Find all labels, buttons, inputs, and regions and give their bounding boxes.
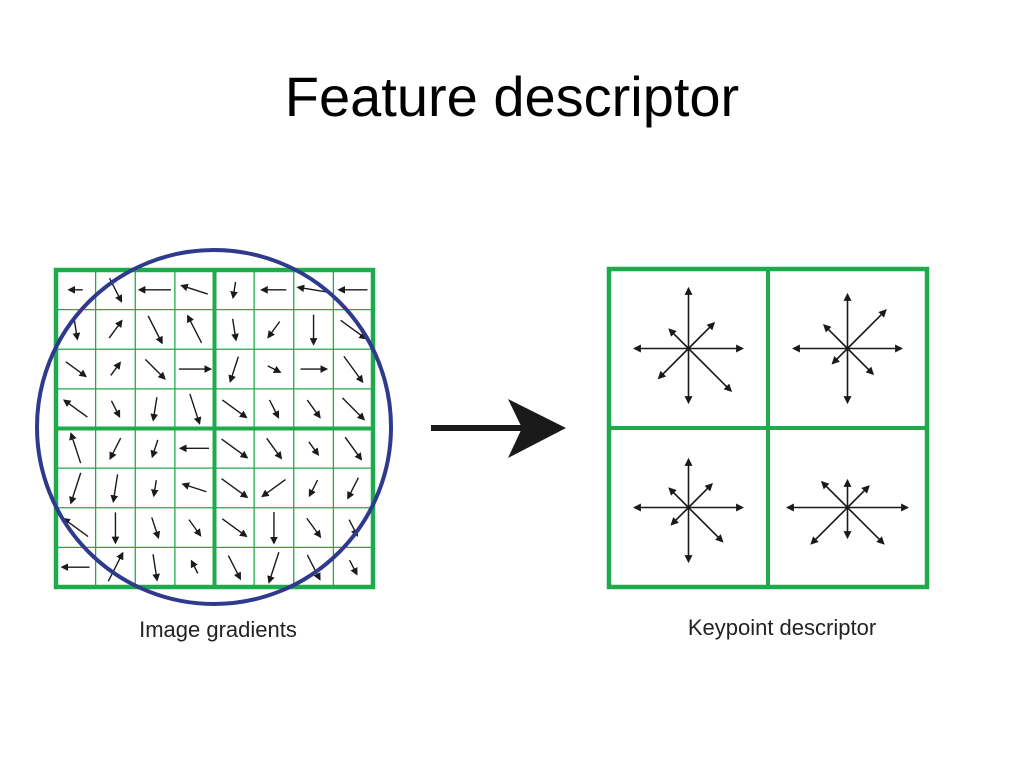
gradient-arrow <box>110 361 121 376</box>
gradient-grid <box>53 267 376 590</box>
gradient-arrow <box>72 319 81 341</box>
histogram-bin-arrow <box>823 324 849 350</box>
gradient-arrow <box>152 554 160 582</box>
histogram-bin-arrow <box>810 506 849 545</box>
gradient-arrow <box>221 518 248 538</box>
gradient-arrow <box>150 397 159 422</box>
gradient-arrow <box>267 551 280 584</box>
gradient-arrow <box>261 478 286 498</box>
gradient-arrow <box>347 477 360 500</box>
gradient-arrow <box>268 399 280 419</box>
descriptor-grid <box>606 266 930 590</box>
gradient-arrow <box>107 551 124 582</box>
gradient-arrow <box>306 399 321 419</box>
gradient-arrow <box>110 400 121 418</box>
gradient-arrow <box>190 559 199 574</box>
gradient-arrow <box>180 283 208 295</box>
orientation-histogram <box>632 286 745 405</box>
gradient-arrow <box>69 432 82 464</box>
gradient-arrow <box>227 555 241 581</box>
gradient-arrow <box>228 356 240 383</box>
descriptor-grid-border <box>606 266 930 590</box>
gradient-arrow <box>308 479 319 498</box>
keypoint-descriptor-caption: Keypoint descriptor <box>688 615 876 640</box>
gradient-arrow <box>221 399 248 419</box>
histogram-bin-arrow <box>846 485 870 509</box>
histogram-bin-arrow <box>670 506 690 526</box>
gradient-arrow <box>266 437 283 460</box>
gradient-arrow <box>187 314 203 344</box>
histogram-bin-arrow <box>668 328 690 350</box>
gradient-arrow <box>343 355 364 384</box>
keypoint-descriptor-panel <box>606 266 930 590</box>
gradient-arrow <box>62 517 89 538</box>
gradient-arrow <box>150 480 159 498</box>
gradient-arrow <box>306 517 322 539</box>
histogram-bin-arrow <box>846 309 887 350</box>
gradient-arrow <box>109 437 122 460</box>
gradient-arrow <box>151 517 161 540</box>
histogram-bin-arrow <box>846 347 875 376</box>
histogram-bin-arrow <box>846 506 885 545</box>
gradient-arrow <box>267 321 281 339</box>
histogram-bin-arrow <box>668 487 690 509</box>
gradient-arrow <box>181 482 207 493</box>
gradient-arrow <box>348 559 358 576</box>
gradient-arrow <box>69 472 82 505</box>
gradient-arrow <box>150 439 159 459</box>
gradient-arrow <box>189 393 202 425</box>
gradient-arrow <box>144 358 166 380</box>
gradient-grid-border <box>53 267 376 590</box>
gradient-arrow <box>341 397 366 421</box>
orientation-histogram <box>791 292 904 405</box>
histogram-bin-arrow <box>687 483 713 509</box>
gradient-arrows <box>60 277 368 584</box>
gradient-arrow <box>221 478 249 499</box>
orientation-histogram <box>632 457 745 564</box>
gaussian-window-circle <box>35 248 393 606</box>
histogram-bin-arrow <box>687 321 716 350</box>
image-gradients-caption: Image gradients <box>139 617 297 642</box>
gradient-arrow <box>230 281 238 300</box>
gradient-arrow <box>188 519 202 537</box>
gradient-arrow <box>267 365 282 373</box>
slide-title: Feature descriptor <box>284 65 740 128</box>
orientation-histogram <box>785 478 910 545</box>
transform-arrow <box>431 399 566 458</box>
gradient-arrow <box>65 361 88 378</box>
gradient-arrow <box>308 441 320 456</box>
gradient-arrow <box>62 399 88 418</box>
orientation-histograms <box>632 286 910 564</box>
histogram-bin-arrow <box>687 506 724 543</box>
histogram-bin-arrow <box>831 347 849 365</box>
histogram-bin-arrow <box>820 480 849 509</box>
histogram-bin-arrow <box>687 347 733 393</box>
gradient-arrow <box>108 319 123 339</box>
gradient-arrow <box>221 438 249 459</box>
gradient-arrow <box>231 318 239 342</box>
gradient-arrow <box>147 315 163 345</box>
gradient-arrow <box>340 319 367 340</box>
gradient-arrow <box>296 284 330 293</box>
gradient-arrow <box>110 474 119 504</box>
gradient-arrow <box>344 436 363 461</box>
image-gradients-panel <box>35 248 393 606</box>
histogram-bin-arrow <box>657 347 690 380</box>
gradient-arrow <box>306 554 321 581</box>
